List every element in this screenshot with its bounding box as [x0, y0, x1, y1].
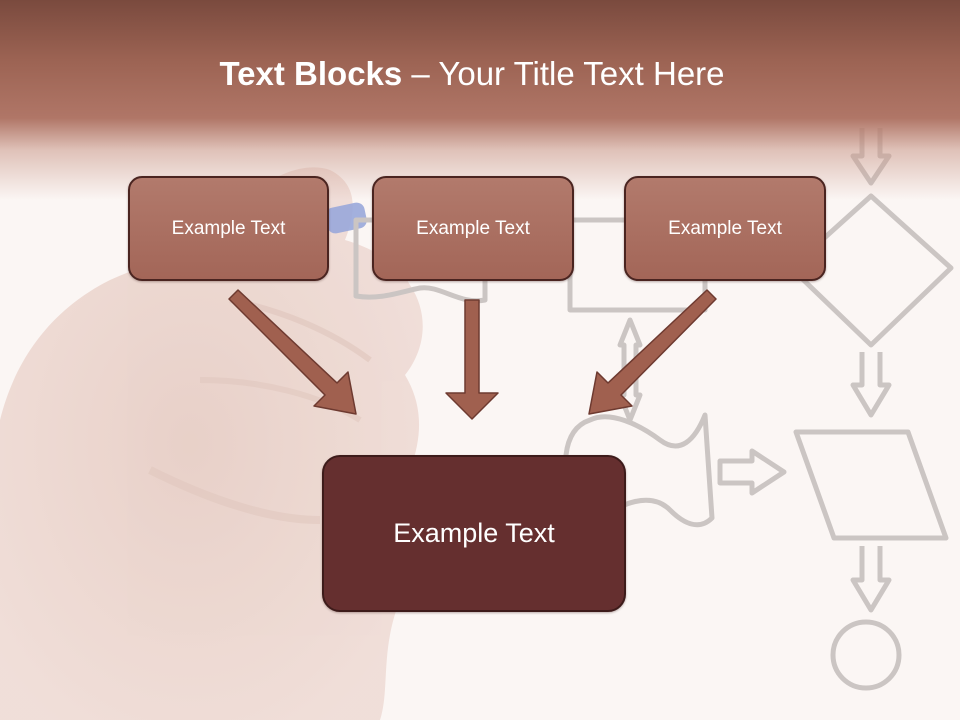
text-block-3: Example Text [624, 176, 826, 281]
text-block-1: Example Text [128, 176, 329, 281]
arrow-icon [445, 299, 499, 420]
text-block-1-label: Example Text [171, 217, 286, 239]
arrow-icon [228, 289, 357, 415]
header-band [0, 0, 960, 200]
hand-with-marker-image [0, 167, 423, 720]
text-block-2: Example Text [372, 176, 574, 281]
main-text-block-label: Example Text [393, 518, 555, 548]
title-rest: Your Title Text Here [438, 55, 725, 92]
page-title: Text Blocks – Your Title Text Here [0, 55, 944, 93]
main-text-block: Example Text [322, 455, 626, 612]
text-block-3-label: Example Text [668, 217, 782, 239]
title-strong: Text Blocks [219, 55, 403, 92]
text-block-2-label: Example Text [416, 217, 530, 239]
title-dash: – [402, 55, 439, 92]
arrow-icon [588, 289, 717, 415]
